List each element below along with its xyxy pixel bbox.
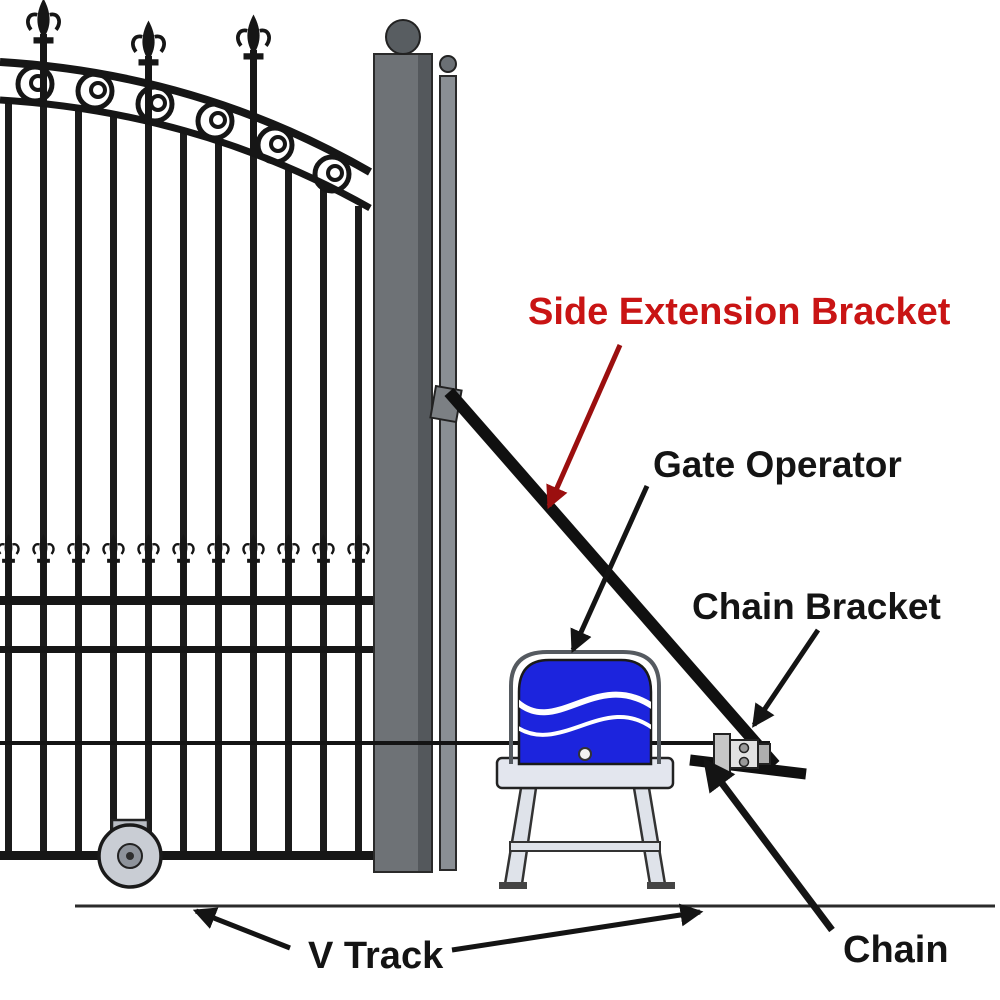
label-side-extension-bracket: Side Extension Bracket [528, 291, 951, 333]
gate-bars [5, 100, 362, 858]
operator-stand [499, 786, 675, 889]
label-gate-operator: Gate Operator [653, 444, 902, 485]
arrow-v-track-left [192, 907, 291, 951]
operator-release-knob [578, 747, 592, 761]
gate-post-secondary [439, 55, 457, 871]
arrow-chain-bracket [751, 628, 821, 728]
picket-finials [0, 532, 370, 600]
tall-finials [26, 0, 271, 156]
top-rail-upper [0, 58, 372, 176]
arrow-side-extension-bracket [546, 343, 623, 510]
bottom-rail [0, 851, 378, 860]
chain-bracket-figure [713, 733, 771, 775]
arrow-v-track-right [451, 903, 704, 953]
top-rail-lower [0, 96, 372, 212]
label-chain: Chain [843, 929, 949, 971]
mid-rail-lower [0, 646, 378, 653]
label-chain-bracket: Chain Bracket [692, 586, 941, 627]
gate-wheel-figure [97, 818, 163, 889]
gate-figure [0, 0, 378, 860]
arrow-chain [703, 758, 835, 933]
label-v-track: V Track [308, 935, 444, 977]
gate-post-main [373, 19, 433, 873]
gate-operator-figure [495, 650, 675, 889]
arrow-gate-operator [570, 484, 650, 654]
operator-body-stripes [519, 691, 651, 737]
operator-body [517, 658, 653, 766]
mid-rail-upper [0, 596, 378, 605]
